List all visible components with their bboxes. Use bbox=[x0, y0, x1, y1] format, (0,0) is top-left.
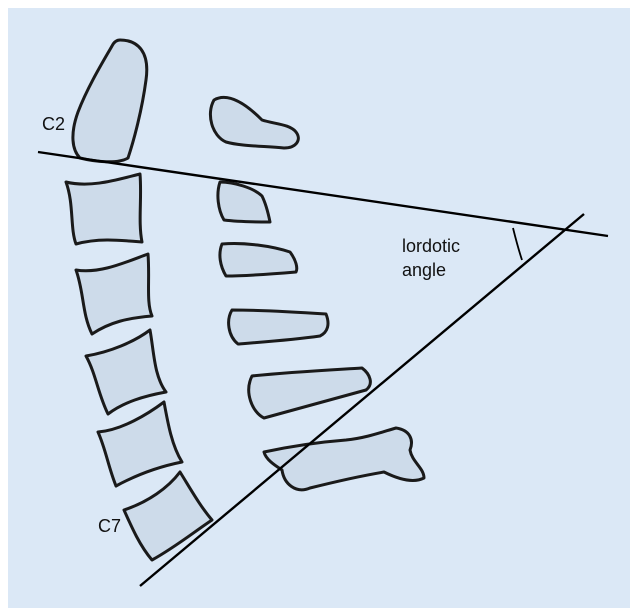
lordotic-angle-label-line2: angle bbox=[402, 260, 446, 280]
c2-label: C2 bbox=[42, 114, 65, 134]
c3-vertebral-body bbox=[66, 174, 142, 244]
lordotic-angle-label-line1: lordotic bbox=[402, 236, 460, 256]
c7-label: C7 bbox=[98, 516, 121, 536]
